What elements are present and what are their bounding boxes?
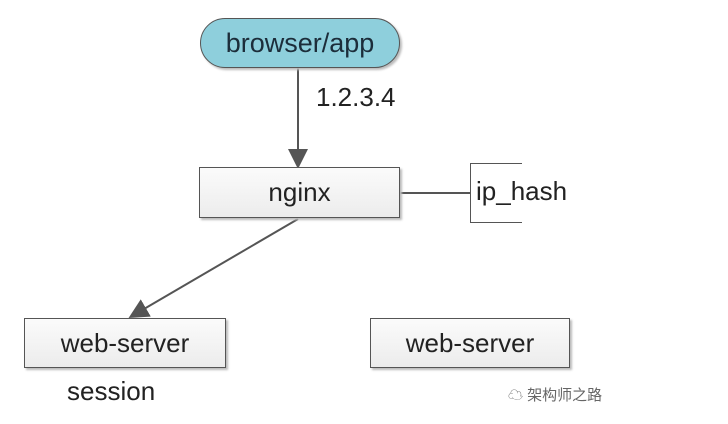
node-web-server-right: web-server: [370, 318, 570, 368]
annotation-bracket: [470, 163, 522, 223]
arrow-nginx-to-webserver: [128, 218, 299, 319]
label-session: session: [67, 376, 156, 406]
watermark: ☁ 架构师之路: [508, 387, 603, 404]
node-web-server-left: web-server: [24, 318, 226, 368]
edge-label-ip: 1.2.3.4: [316, 82, 396, 112]
node-nginx: nginx: [199, 167, 400, 218]
annotation-ip-hash: ip_hash: [476, 176, 568, 206]
node-browser-app: browser/app: [200, 18, 400, 68]
wechat-icon: ☁: [508, 387, 528, 404]
